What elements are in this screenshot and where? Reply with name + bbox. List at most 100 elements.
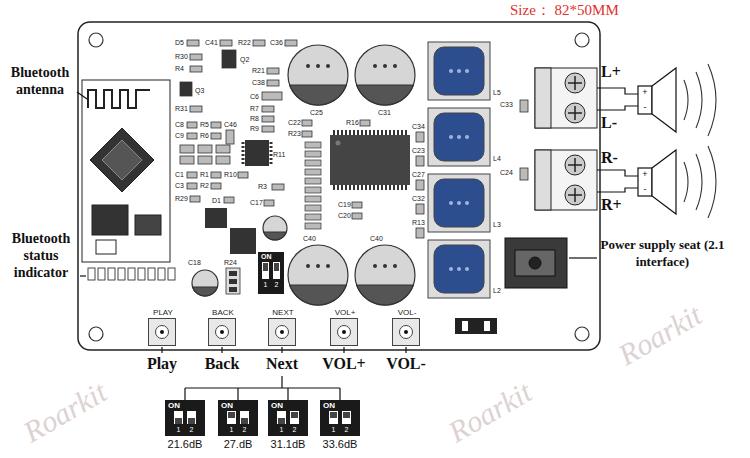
terminal-block (535, 150, 597, 210)
electrolytic-capacitor (355, 45, 415, 105)
ic-chip (205, 133, 410, 255)
callout-label: Bluetooth antenna (3, 64, 77, 98)
component-ref: R29 (175, 194, 188, 203)
button-dot (280, 330, 284, 334)
smd-component (216, 156, 230, 164)
terminal-block (535, 150, 551, 210)
inductor-marking (457, 267, 461, 271)
leader-line (77, 92, 87, 99)
smd-component (187, 40, 199, 46)
watermark: Roarkit (613, 298, 708, 372)
component-ref: C41 (205, 38, 218, 47)
electrolytic-capacitor (192, 45, 415, 305)
callout-label: VOL+ (314, 355, 374, 373)
resistor-array (305, 142, 321, 229)
switch-on-label: ON (323, 401, 335, 410)
bluetooth-module (96, 240, 116, 254)
capacitor-marking (306, 264, 310, 268)
terminal-block (565, 73, 585, 93)
terminal-block (535, 68, 597, 128)
switch-knob (291, 412, 298, 418)
electrolytic-capacitor (290, 85, 347, 105)
status-leds (148, 268, 155, 280)
terminal-block (565, 155, 585, 175)
capacitor-marking (326, 264, 330, 268)
smd-component (211, 133, 221, 139)
resistor-array (305, 160, 321, 166)
push-button: NEXT (268, 318, 296, 346)
smd-component (187, 183, 197, 189)
inductor-marking (457, 201, 461, 205)
switch-knob (278, 418, 285, 424)
smd-component (416, 204, 424, 214)
inductor-marking (465, 267, 469, 271)
smd-component (190, 54, 202, 60)
component-ref: C33 (500, 100, 513, 109)
component-ref: C27 (412, 170, 425, 179)
sound-wave (684, 162, 688, 202)
button-cap (275, 325, 289, 339)
component-ref: C23 (412, 146, 425, 155)
ic-chip (270, 142, 273, 165)
gain-value: 31.1dB (254, 438, 322, 450)
button-label: PLAY (141, 308, 185, 317)
smd-component (253, 40, 265, 46)
smd-component (211, 183, 221, 189)
polarity-mark: - (638, 184, 652, 194)
smd-component (416, 156, 424, 166)
switch-knob (188, 418, 195, 424)
bluetooth-module (135, 215, 161, 235)
component-ref: R6 (200, 131, 209, 140)
smd-component (216, 145, 230, 153)
leader-line (569, 257, 597, 258)
switch-number: 1 (326, 425, 341, 434)
sound-wave (696, 154, 702, 210)
component-ref: R10 (224, 170, 237, 179)
capacitor-marking (316, 264, 320, 268)
smd-component (520, 100, 528, 112)
polarity-mark: + (638, 169, 652, 179)
capacitor-marking (383, 264, 387, 268)
smd-component (198, 156, 212, 164)
component-ref: C18 (188, 258, 201, 267)
component-ref: Q2 (240, 55, 249, 64)
gain-value: 33.6dB (306, 438, 374, 450)
callout-label: Bluetooth status indicator (3, 230, 79, 281)
switch-on-label: ON (221, 401, 233, 410)
fuse-component (484, 321, 490, 331)
switch-knob (228, 412, 235, 418)
speaker-wire (597, 170, 638, 176)
inductor-marking (465, 69, 469, 73)
smd-component (352, 213, 362, 219)
smd-component (262, 106, 274, 112)
component-ref: R9 (250, 124, 259, 133)
inductor-marking (449, 135, 453, 139)
speaker-symbol (652, 68, 676, 132)
electrolytic-capacitor (263, 216, 287, 240)
sound-wave (684, 64, 716, 218)
pcb-board (575, 33, 589, 47)
status-leds (118, 268, 125, 280)
component-ref: C32 (412, 194, 425, 203)
smd-component (352, 202, 362, 208)
terminal-label: R- (601, 149, 618, 167)
component-ref: C20 (338, 211, 351, 220)
component-ref: R31 (175, 104, 188, 113)
resistor-array (305, 214, 321, 220)
pcb-board (78, 22, 600, 350)
smd-component (211, 172, 221, 178)
capacitor-marking (373, 64, 377, 68)
component-ref: C19 (338, 200, 351, 209)
smd-component (416, 228, 424, 238)
smd-component (416, 180, 424, 190)
bluetooth-module (88, 90, 150, 108)
smd-component (302, 131, 312, 137)
bluetooth-module (82, 80, 170, 262)
smd-component (360, 120, 370, 126)
push-button: BACK (208, 318, 236, 346)
smd-component (302, 120, 312, 126)
switch-on-label: ON (261, 253, 272, 261)
inductor (434, 47, 484, 95)
switch-knob (330, 412, 337, 418)
status-leds (88, 268, 95, 280)
